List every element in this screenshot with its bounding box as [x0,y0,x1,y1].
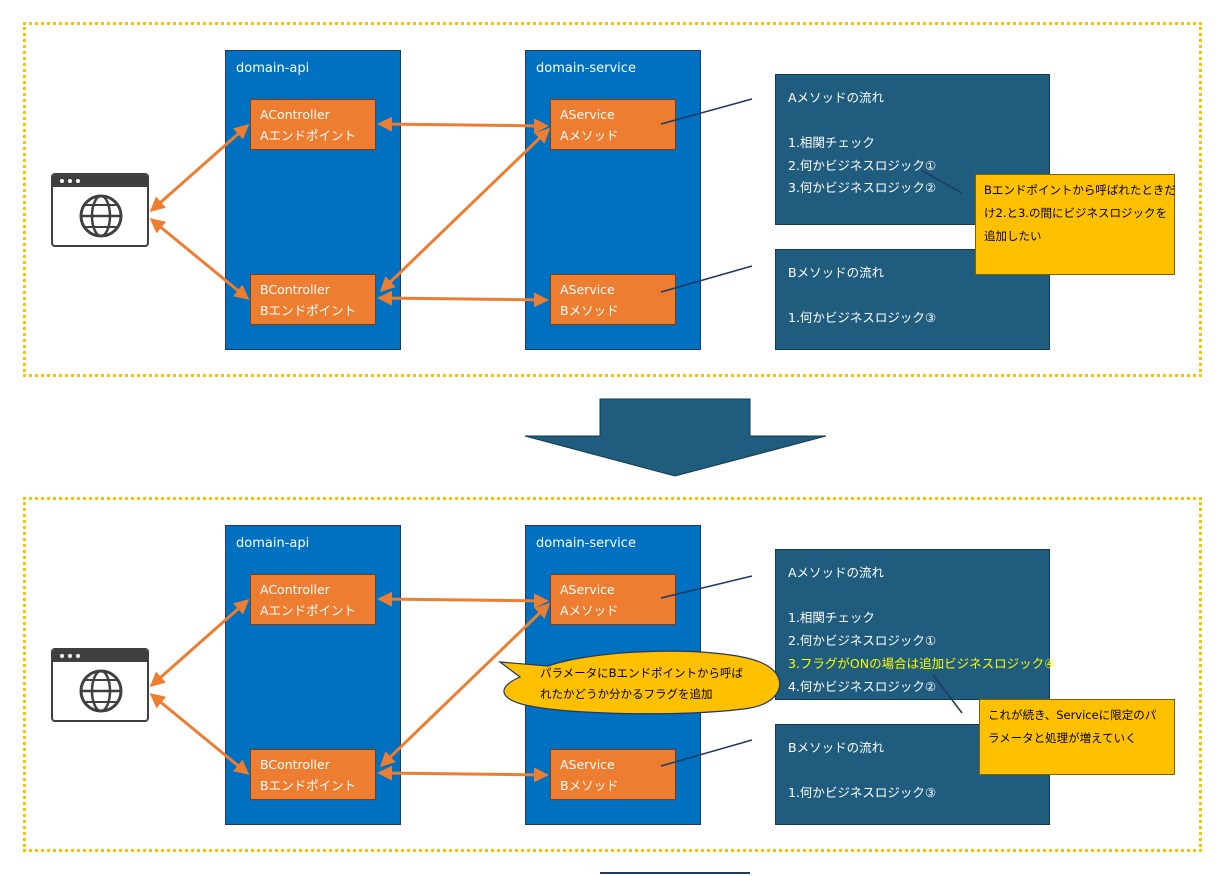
a-controller-label: AController [260,107,330,122]
a-method-flow-title: Aメソッドの流れ [788,565,885,580]
b-controller-box: BController Bエンドポイント [250,749,376,800]
a-method-label: Aメソッド [560,128,619,143]
aservice-label: AService [560,582,615,597]
flow-step: 2.何かビジネスロジック① [788,633,937,648]
flow-step-highlighted: 3.フラグがONの場合は追加ビジネスロジック④ [788,656,1056,671]
callout-note: これが続き、Serviceに限定のパ ラメータと処理が増えていく [979,699,1175,775]
b-controller-label: BController [260,282,330,297]
flow-step: 1.何かビジネスロジック③ [788,785,937,800]
note-line: け2.と3.の間にビジネスロジックを [984,206,1167,220]
flow-step: 1.何かビジネスロジック③ [788,310,937,325]
flow-step: 3.何かビジネスロジック② [788,180,937,195]
aservice-b-method-box: AService Bメソッド [550,749,676,800]
b-method-flow-title: Bメソッドの流れ [788,740,885,755]
note-line: 追加したい [984,229,1042,243]
b-method-flow-title: Bメソッドの流れ [788,265,885,280]
note-line: ラメータと処理が増えていく [988,731,1137,745]
bubble-line: れたかどうか分かるフラグを追加 [540,687,713,701]
flow-step: 4.何かビジネスロジック② [788,679,937,694]
a-method-flow-panel: Aメソッドの流れ 1.相関チェック 2.何かビジネスロジック① 3.フラグがON… [775,549,1055,700]
browser-globe-icon [51,648,149,722]
b-controller-label: BController [260,757,330,772]
browser-globe-icon [51,173,149,247]
domain-service-title: domain-service [536,536,636,551]
aservice-a-method-box: AService Aメソッド [550,99,676,150]
aservice-label: AService [560,757,615,772]
callout-note: Bエンドポイントから呼ばれたときだ け2.と3.の間にビジネスロジックを 追加し… [975,174,1176,275]
note-line: Bエンドポイントから呼ばれたときだ [984,183,1176,197]
b-endpoint-label: Bエンドポイント [260,778,357,793]
speech-bubble: パラメータにBエンドポイントから呼ば れたかどうか分かるフラグを追加 [540,663,743,705]
flow-step: 1.相関チェック [788,135,875,150]
a-controller-box: AController Aエンドポイント [250,99,376,150]
b-method-label: Bメソッド [560,303,619,318]
bottom-section-frame [23,497,1202,852]
b-endpoint-label: Bエンドポイント [260,303,357,318]
aservice-label: AService [560,282,615,297]
a-endpoint-label: Aエンドポイント [260,128,357,143]
top-section-frame [23,22,1202,377]
aservice-b-method-box: AService Bメソッド [550,274,676,325]
b-controller-box: BController Bエンドポイント [250,274,376,325]
a-controller-label: AController [260,582,330,597]
flow-step: 2.何かビジネスロジック① [788,158,937,173]
aservice-a-method-box: AService Aメソッド [550,574,676,625]
bubble-line: パラメータにBエンドポイントから呼ば [540,666,744,680]
a-endpoint-label: Aエンドポイント [260,603,357,618]
a-controller-box: AController Aエンドポイント [250,574,376,625]
a-method-label: Aメソッド [560,603,619,618]
domain-service-title: domain-service [536,61,636,76]
a-method-flow-title: Aメソッドの流れ [788,90,885,105]
b-method-label: Bメソッド [560,778,619,793]
domain-api-title: domain-api [236,536,310,551]
aservice-label: AService [560,107,615,122]
note-line: これが続き、Serviceに限定のパ [988,708,1157,722]
domain-api-title: domain-api [236,61,310,76]
flow-step: 1.相関チェック [788,610,875,625]
